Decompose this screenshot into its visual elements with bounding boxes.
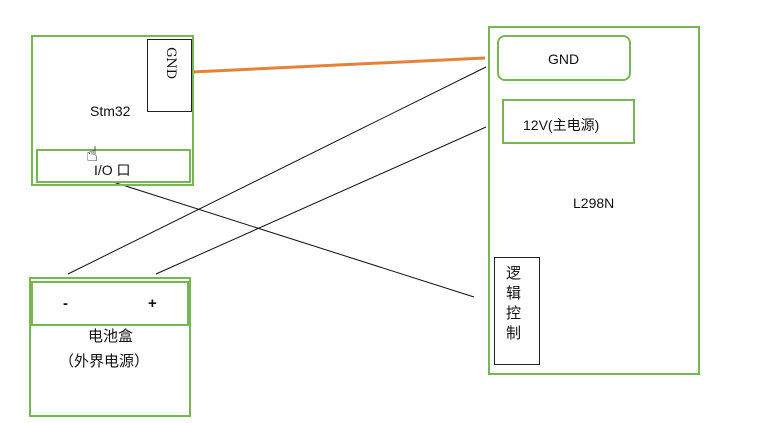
battery-terminals: - + [31,281,189,326]
l298n-name: L298N [573,195,615,211]
stm32-io-port: ☝ I/O 口 [36,145,191,183]
stm32-gnd-pin: GND [147,39,192,112]
io-logic-wire [112,181,475,298]
l298n-gnd-label: GND [548,51,580,67]
cursor-icon: ☝ [86,144,99,166]
battery-minus-label: - [63,295,68,312]
l298n-gnd-pin: GND [497,35,631,81]
battery-plus-wire [155,126,487,275]
stm32-name: Stm32 [90,103,131,119]
l298n-12v-label: 12V(主电源) [523,117,600,133]
l298n-12v-pin: 12V(主电源) [502,99,635,144]
battery-note: （外界电源） [59,352,150,370]
l298n-logic-label: 逻辑控制 [506,264,522,342]
stm32-io-label: I/O 口 [94,162,131,178]
stm32-block: GND Stm32 ☝ I/O 口 [31,35,194,186]
gnd-wire [191,56,486,74]
l298n-logic-pin: 逻辑控制 [494,257,540,365]
battery-name: 电池盒 [88,327,134,345]
l298n-block: GND 12V(主电源) L298N 逻辑控制 [488,26,700,375]
battery-block: - + 电池盒 （外界电源） [29,277,191,417]
stm32-gnd-label: GND [163,47,178,80]
battery-plus-label: + [148,295,157,312]
battery-minus-wire [67,66,487,275]
